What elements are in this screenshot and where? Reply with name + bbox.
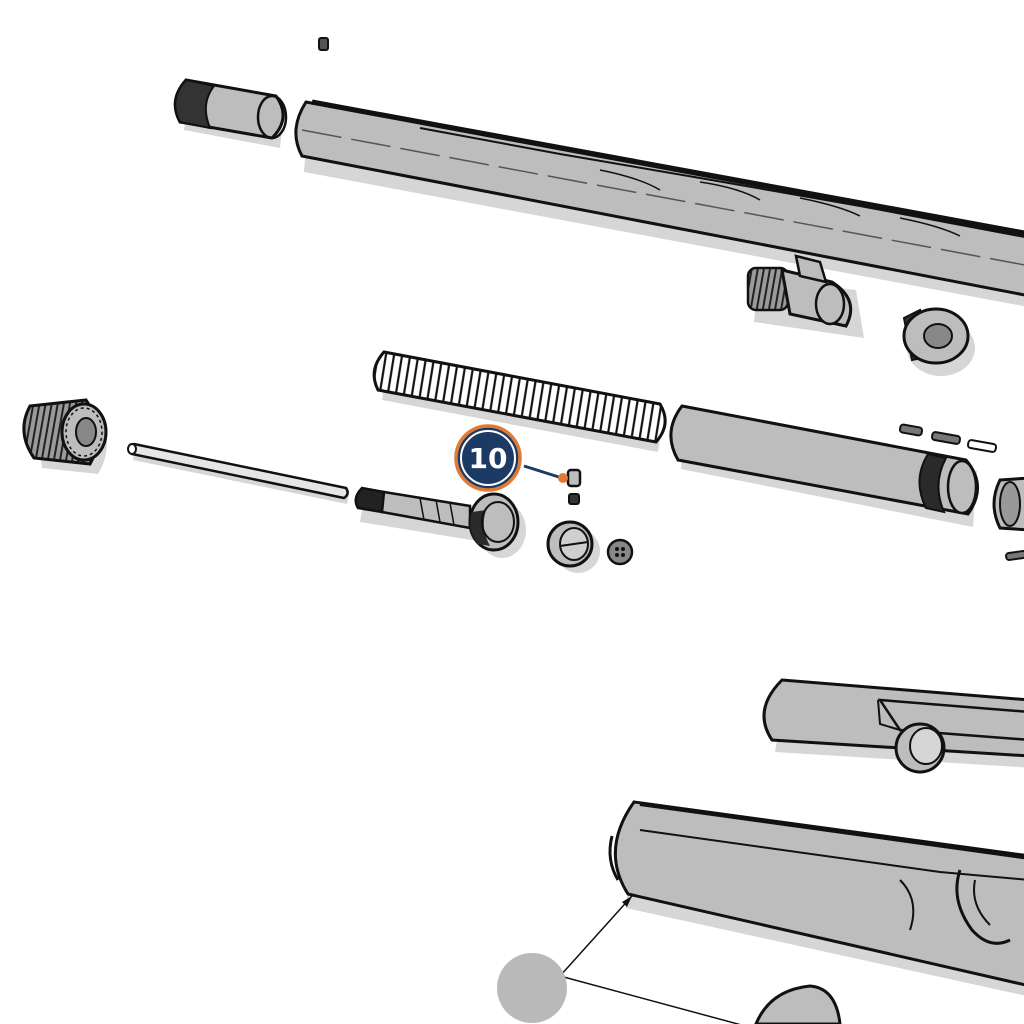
callout-badge[interactable] — [454, 424, 522, 492]
top-small-screw — [318, 37, 329, 51]
stock-butt-part — [754, 984, 842, 1024]
blank-badge[interactable] — [497, 953, 567, 1023]
spring-guide-tube-part — [669, 404, 979, 527]
barrel-nut-part — [902, 307, 975, 376]
barrel-part — [294, 99, 1024, 307]
stock-part — [608, 800, 1024, 996]
edge-cylinder-part — [992, 476, 1024, 532]
receiver-tube-part — [762, 678, 1024, 774]
end-cap-part — [22, 398, 108, 474]
callout-10[interactable]: 10 — [454, 424, 568, 492]
piston-part — [354, 486, 526, 558]
callout-marker-dot — [558, 473, 568, 483]
barrel-lug-part — [746, 254, 864, 338]
unlabeled-callout — [497, 895, 741, 1024]
muzzle-cap-part — [173, 78, 288, 148]
small-pins-cluster — [898, 423, 1024, 561]
disc-part — [546, 520, 600, 573]
guide-rod-part — [127, 442, 349, 504]
small-pin — [566, 468, 582, 505]
main-spring-part — [372, 350, 667, 452]
small-knob-part — [606, 538, 634, 566]
callout-label: 10 — [469, 442, 508, 475]
